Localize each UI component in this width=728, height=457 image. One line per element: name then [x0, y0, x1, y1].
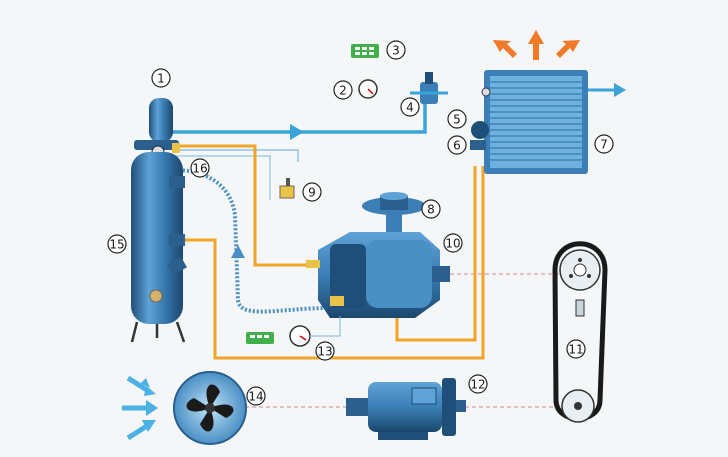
display-panel-icon [351, 44, 379, 58]
callout-number: 5 [453, 113, 461, 127]
callout-14: 14 [246, 386, 266, 406]
callout-2: 2 [333, 80, 353, 100]
callout-number: 16 [192, 162, 207, 176]
temperature-switch-icon [279, 178, 295, 199]
callout-7: 7 [594, 134, 614, 154]
intake-arrows [122, 375, 158, 441]
callout-13: 13 [315, 341, 335, 361]
oil-lines [175, 144, 485, 360]
callout-number: 4 [406, 101, 414, 115]
callout-number: 11 [568, 343, 583, 357]
separator-tank [130, 98, 187, 343]
callout-10: 10 [443, 233, 463, 253]
control-line [175, 149, 299, 200]
pressure-gauge-2-icon [246, 316, 341, 347]
electric-motor [346, 378, 466, 440]
callout-6: 6 [447, 135, 467, 155]
callout-number: 3 [392, 44, 400, 58]
valve-icon [410, 72, 448, 104]
air-line [168, 104, 427, 134]
callout-5: 5 [447, 109, 467, 129]
callout-number: 12 [470, 378, 485, 392]
callout-1: 1 [151, 68, 171, 88]
hot-air-arrows [493, 30, 580, 60]
callout-3: 3 [386, 40, 406, 60]
callout-number: 14 [248, 390, 263, 404]
callout-number: 10 [445, 237, 460, 251]
cooler-radiator [470, 70, 588, 174]
callout-12: 12 [468, 374, 488, 394]
callout-number: 8 [427, 203, 435, 217]
callout-number: 9 [308, 186, 316, 200]
belt-drive [552, 241, 608, 423]
callout-number: 6 [453, 139, 461, 153]
callout-number: 7 [600, 138, 608, 152]
callout-9: 9 [302, 182, 322, 202]
outlet-arrow [614, 83, 626, 97]
pressure-gauge-icon [358, 79, 378, 99]
callout-number: 2 [339, 84, 347, 98]
callout-15: 15 [107, 234, 127, 254]
callout-number: 13 [317, 345, 332, 359]
callout-number: 15 [109, 238, 124, 252]
air-flow-arrow [290, 124, 304, 140]
cooling-fan [173, 371, 247, 445]
callout-4: 4 [400, 97, 420, 117]
shaft-reference-lines [245, 273, 560, 408]
callout-number: 1 [157, 72, 165, 86]
callout-8: 8 [421, 199, 441, 219]
screw-compressor [306, 232, 450, 318]
callout-11: 11 [566, 339, 586, 359]
air-filter-icon [362, 192, 426, 234]
callout-16: 16 [190, 158, 210, 178]
